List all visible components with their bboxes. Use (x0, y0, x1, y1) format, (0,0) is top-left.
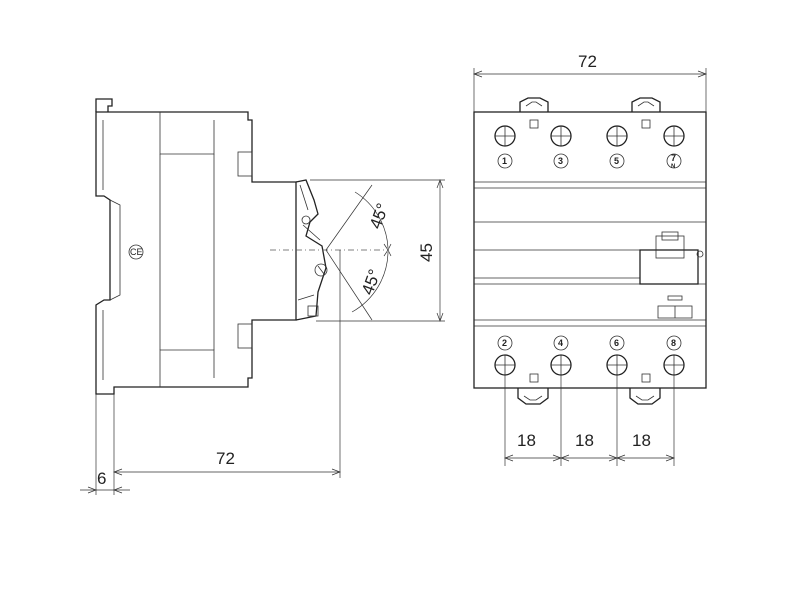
terminal-label: 5 (614, 156, 619, 166)
ce-mark: CE (130, 247, 143, 257)
terminal-screw[interactable]: 7 N (663, 125, 685, 170)
terminal-label: 3 (558, 156, 563, 166)
side-view: CE 45° 45° 45 72 6 (80, 98, 445, 495)
angle-label-upper: 45° (366, 201, 393, 232)
front-view: 1 3 5 7 N (473, 52, 707, 466)
dim-pitch: 18 (575, 431, 594, 450)
terminal-label: 2 (502, 338, 507, 348)
dim-lever-height: 45 (417, 243, 436, 262)
terminal-screw[interactable]: 6 (606, 335, 628, 376)
terminal-screw[interactable]: 1 (494, 125, 516, 169)
top-terminals: 1 3 5 7 N (494, 119, 685, 170)
dim-rail-offset: 6 (97, 469, 106, 488)
side-body-outline (95, 111, 297, 395)
dim-pitch: 18 (517, 431, 536, 450)
terminal-screw[interactable]: 4 (550, 335, 572, 376)
terminal-label: 7 (671, 153, 676, 163)
terminal-label: 8 (671, 338, 676, 348)
neutral-mark: N (671, 164, 675, 170)
terminal-label: 1 (502, 156, 507, 166)
bottom-terminals: 2 4 6 8 (494, 335, 685, 383)
dim-depth: 72 (216, 449, 235, 468)
toggle-lever[interactable] (295, 179, 327, 321)
dim-pitch: 18 (632, 431, 651, 450)
dim-width: 72 (578, 52, 597, 71)
terminal-screw[interactable]: 5 (606, 125, 628, 169)
angle-label-lower: 45° (358, 267, 385, 298)
terminal-label: 6 (614, 338, 619, 348)
terminal-label: 4 (558, 338, 563, 348)
terminal-screw[interactable]: 2 (494, 335, 516, 376)
test-toggle[interactable] (639, 249, 699, 285)
terminal-screw[interactable]: 3 (550, 125, 572, 169)
terminal-screw[interactable]: 8 (663, 335, 685, 376)
